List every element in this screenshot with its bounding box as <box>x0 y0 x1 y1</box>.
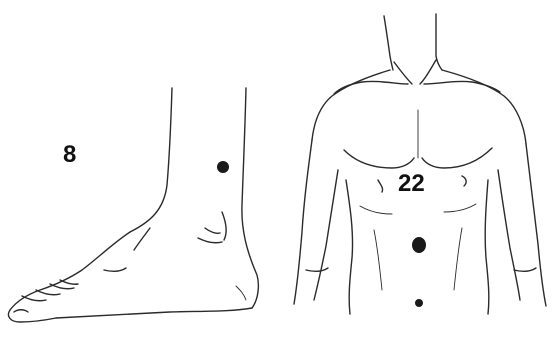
heel-hatch <box>236 286 246 300</box>
shoulder-left <box>312 70 390 140</box>
big-toe-line <box>8 310 56 322</box>
torso-lower-acupoint <box>415 299 423 307</box>
toe-crease-4 <box>60 280 78 284</box>
arm-left-outer <box>294 140 312 304</box>
instep-line-2 <box>104 268 126 271</box>
arm-right-inner <box>498 170 520 300</box>
foot-acupoint <box>217 161 229 173</box>
torso-panel-label: 22 <box>398 172 425 196</box>
shin-front-line <box>130 88 172 232</box>
nipple-left <box>378 180 383 192</box>
neck-tendon-right <box>420 60 436 84</box>
ankle-detail-1 <box>222 212 226 240</box>
torso-illustration <box>294 14 546 314</box>
sole-line <box>56 308 252 318</box>
foot-panel-label: 8 <box>63 143 76 167</box>
instep-line-1 <box>134 228 150 250</box>
wrist-right <box>514 268 536 271</box>
arm-left-inner <box>314 170 338 300</box>
foot-illustration <box>8 88 258 322</box>
rib-line-right <box>444 204 476 212</box>
toe-nail <box>14 310 28 312</box>
wrist-left <box>306 268 328 271</box>
rib-line-left <box>360 206 392 214</box>
neck-right-line <box>436 14 442 70</box>
ankle-detail-3 <box>205 228 220 233</box>
abdomen-line-right <box>454 228 462 290</box>
arm-right-outer <box>526 144 546 306</box>
neck-left-line <box>384 16 393 70</box>
torso-upper-acupoint <box>412 237 426 253</box>
neck-tendon-left <box>394 62 412 84</box>
flank-left <box>346 180 353 314</box>
pectoral-left <box>344 150 414 168</box>
abdomen-line-left <box>374 230 382 290</box>
shin-back-line <box>242 88 258 308</box>
ankle-detail-2 <box>198 238 222 243</box>
pectoral-right <box>422 148 492 168</box>
flank-right <box>485 180 489 314</box>
nipple-right <box>462 176 466 186</box>
